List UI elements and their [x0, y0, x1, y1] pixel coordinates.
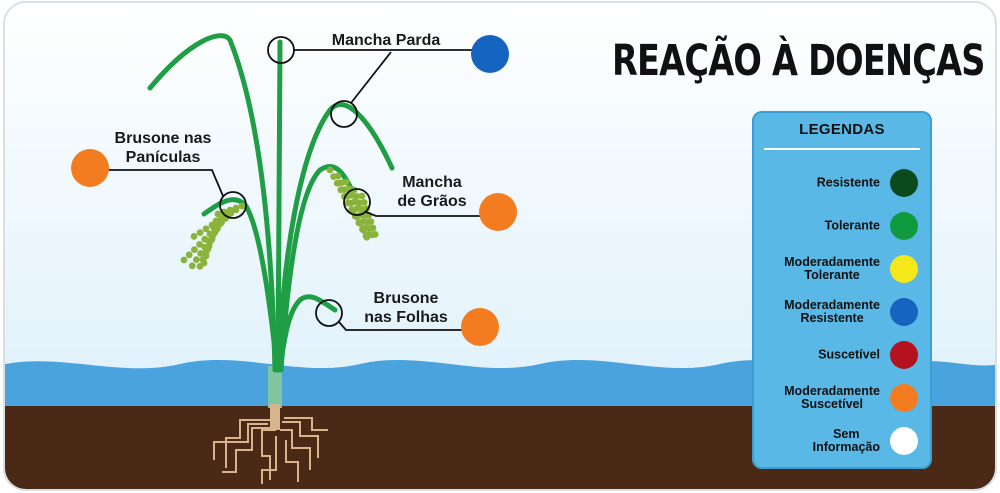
legend-swatch — [890, 298, 918, 326]
reaction-dot — [71, 149, 109, 187]
marker-circle — [330, 100, 358, 128]
legend-item-label: Tolerante — [824, 218, 880, 233]
legend-item-label: Sem Informação — [812, 427, 880, 454]
marker-circle — [219, 191, 247, 219]
grain — [358, 192, 366, 200]
callout-mancha-parda: Mancha Parda — [267, 32, 509, 73]
grain — [355, 199, 363, 207]
grain — [360, 199, 368, 206]
legend-item: Tolerante — [752, 206, 932, 246]
grain — [188, 262, 196, 270]
legend-title: LEGENDAS — [799, 121, 885, 138]
grain — [204, 245, 212, 253]
callout-label: Mancha Parda — [332, 32, 441, 49]
grain — [238, 202, 246, 210]
grain — [193, 256, 200, 263]
legend-divider — [764, 148, 920, 150]
legend-item-label: Moderadamente Tolerante — [784, 255, 880, 282]
frame-border — [3, 1, 997, 491]
leader-line — [365, 211, 480, 217]
legend-item-label: Moderadamente Resistente — [784, 298, 880, 325]
grain — [367, 218, 375, 226]
legend-item: Moderadamente Suscetível — [752, 378, 932, 418]
legend-swatch — [890, 341, 918, 369]
plant-leaves — [147, 33, 395, 373]
grain — [208, 231, 216, 239]
roots — [213, 417, 328, 484]
grain — [191, 246, 198, 254]
grain — [369, 224, 377, 232]
legend-item: Moderadamente Tolerante — [752, 249, 932, 289]
leader-line — [338, 321, 462, 331]
grain — [226, 210, 234, 218]
legend-item: Moderadamente Resistente — [752, 292, 932, 332]
page-title: REAÇÃO À DOENÇAS — [612, 36, 985, 86]
legend-swatch — [890, 212, 918, 240]
water-band — [4, 359, 996, 410]
stem-root-collar — [270, 404, 280, 430]
marker-circle — [343, 188, 371, 216]
leader-line — [104, 169, 224, 197]
grain — [371, 231, 379, 238]
legend-panel: LEGENDAS Resistente Tolerante Moderadame… — [752, 111, 932, 469]
panicle-grains-left — [180, 202, 246, 270]
grain — [180, 256, 188, 264]
legend-item: Sem Informação — [752, 421, 932, 461]
grain — [232, 206, 240, 214]
reaction-dot — [479, 193, 517, 231]
legend-item-label: Suscetível — [818, 347, 880, 362]
grain — [202, 252, 210, 260]
grain — [200, 259, 208, 267]
legend-item: Suscetível — [752, 335, 932, 375]
legend-item: Resistente — [752, 163, 932, 203]
reaction-dot — [461, 308, 499, 346]
grain — [353, 193, 360, 200]
grain — [214, 210, 222, 218]
grain — [202, 225, 210, 233]
grain — [196, 241, 204, 248]
legend-swatch — [890, 427, 918, 455]
grain — [342, 178, 350, 186]
legend-item-label: Resistente — [816, 175, 880, 190]
grain — [208, 221, 216, 229]
grain — [190, 233, 198, 240]
marker-circle — [315, 299, 343, 327]
legend-swatch — [890, 384, 918, 412]
grain — [197, 250, 205, 257]
grain — [185, 251, 193, 259]
grain — [196, 229, 204, 237]
reaction-dot — [471, 35, 509, 73]
grain — [206, 238, 214, 246]
legend-swatch — [890, 169, 918, 197]
callout-mancha-parda-branch — [330, 51, 392, 128]
grain — [334, 172, 342, 180]
legend-item-label: Moderadamente Suscetível — [784, 384, 880, 411]
legend-swatch — [890, 255, 918, 283]
stem-base — [268, 366, 282, 408]
grain — [326, 166, 334, 174]
grain — [214, 217, 222, 225]
leader-line — [350, 51, 392, 104]
